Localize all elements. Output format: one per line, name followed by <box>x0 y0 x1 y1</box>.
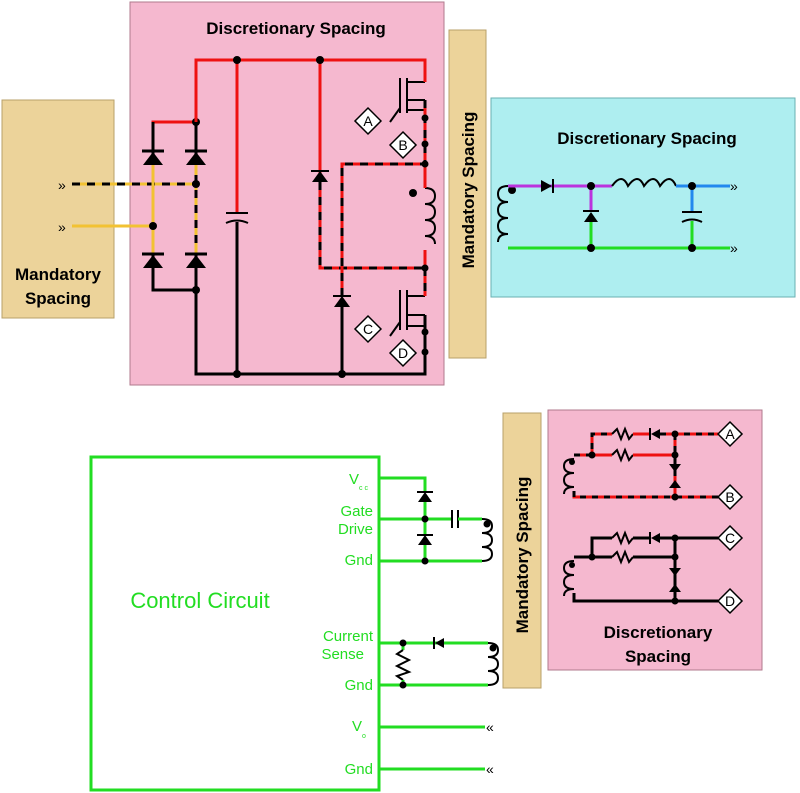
top-pink-title: Discretionary Spacing <box>206 19 386 38</box>
svg-text:C: C <box>363 321 373 337</box>
bridge-rectifier <box>142 118 207 294</box>
gate-driver-lower <box>562 530 718 605</box>
gate-label-line2: Drive <box>338 521 373 538</box>
node-d-tag-bottom: D <box>716 587 744 615</box>
vo-label: V <box>352 718 362 735</box>
top-pink-zone <box>129 1 445 386</box>
transformer-secondary <box>496 185 509 243</box>
node-a-tag-bottom: A <box>716 420 744 448</box>
svg-text:«: « <box>486 719 494 735</box>
cyan-zone <box>490 97 796 298</box>
lower-mosfet <box>389 268 429 374</box>
gate-driver-upper <box>562 426 718 501</box>
left-mandatory-title-line2: Spacing <box>25 289 91 308</box>
gnd2-label: Gnd <box>345 677 373 694</box>
svg-text:D: D <box>398 345 408 361</box>
bottom-pink-title-line2: Spacing <box>625 647 691 666</box>
upper-mosfet <box>389 60 429 164</box>
top-vertical-mandatory-zone <box>448 29 487 359</box>
bulk-capacitor <box>225 56 249 378</box>
bottom-vertical-mandatory-zone <box>502 412 542 689</box>
svg-text:D: D <box>725 593 735 609</box>
gate-label-line1: Gate <box>340 503 373 520</box>
ac-input-lines: » » <box>58 177 196 235</box>
svg-text:C: C <box>725 530 735 546</box>
gnd1-label: Gnd <box>345 552 373 569</box>
current-sense-label-line2: Sense <box>321 646 364 663</box>
gnd3-label: Gnd <box>345 761 373 778</box>
svg-text:»: » <box>730 178 738 194</box>
control-circuit-box <box>89 455 381 792</box>
svg-text:«: « <box>486 761 494 777</box>
output-circuit: » » <box>496 178 738 256</box>
node-b-tag-bottom: B <box>716 483 744 511</box>
svg-text:A: A <box>363 113 373 129</box>
svg-text:»: » <box>58 219 66 235</box>
vcc-subscript: c c <box>359 485 368 492</box>
current-sense-label-line1: Current <box>323 628 374 645</box>
svg-text:»: » <box>58 177 66 193</box>
vcc-label: V <box>349 471 359 488</box>
control-wiring: « « <box>379 476 500 777</box>
node-a-tag-top: A <box>353 106 383 136</box>
top-circuit: » » <box>58 56 437 378</box>
left-mandatory-zone <box>1 99 115 319</box>
node-d-tag-top: D <box>388 338 418 368</box>
transformer-primary <box>409 160 437 272</box>
node-c-tag-bottom: C <box>716 524 744 552</box>
vo-subscript: o <box>362 733 366 740</box>
output-inductor <box>611 178 677 189</box>
cyan-title: Discretionary Spacing <box>557 129 737 148</box>
control-circuit-title: Control Circuit <box>130 588 269 613</box>
svg-text:»: » <box>730 240 738 256</box>
svg-text:A: A <box>725 426 735 442</box>
node-c-tag-top: C <box>353 314 383 344</box>
left-mandatory-title-line1: Mandatory <box>15 265 102 284</box>
svg-text:B: B <box>725 489 734 505</box>
node-b-tag-top: B <box>388 130 418 160</box>
bottom-vertical-mandatory-title: Mandatory Spacing <box>513 477 532 634</box>
bottom-pink-title-line1: Discretionary <box>604 623 713 642</box>
top-vertical-mandatory-title: Mandatory Spacing <box>459 112 478 269</box>
svg-text:B: B <box>398 137 407 153</box>
